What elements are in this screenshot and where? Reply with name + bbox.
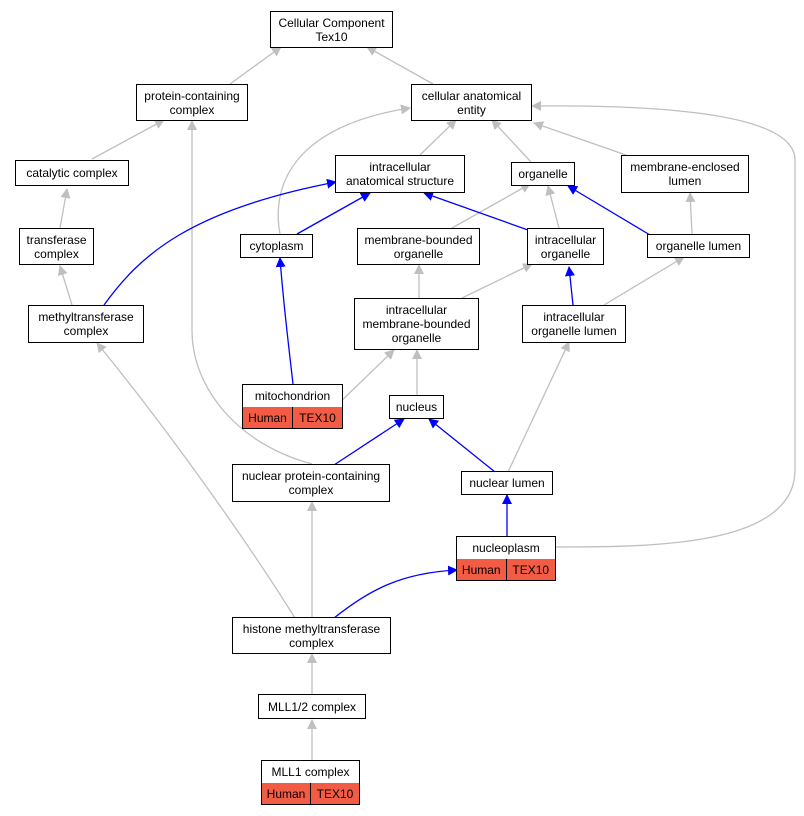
node-intracellular-organelle[interactable]: intracellular organelle (527, 228, 604, 265)
node-nucleoplasm-label: nucleoplasm (472, 541, 540, 555)
node-catalytic-complex[interactable]: catalytic complex (15, 160, 129, 186)
node-mll1-complex[interactable]: MLL1 complex (261, 760, 360, 784)
edge-nucleoplasm-to-entity (531, 100, 796, 548)
edge-protein-complex-to-root (229, 46, 282, 85)
edge-mitochondrion-to-cytoplasm (275, 257, 294, 385)
node-membrane-enclosed-lumen-label: membrane-enclosed lumen (630, 160, 740, 188)
node-intracellular-anatomical-structure[interactable]: intracellular anatomical structure (335, 155, 465, 193)
node-membrane-bounded-organelle[interactable]: membrane-bounded organelle (357, 228, 480, 265)
node-intracellular-organelle-label: intracellular organelle (534, 232, 597, 261)
edge-nuclear-lumen-to-iol (507, 341, 570, 473)
annotation-nucleoplasm: Human TEX10 (456, 559, 556, 581)
edge-catalytic-to-protein-complex (91, 119, 165, 160)
node-organelle-lumen[interactable]: organelle lumen (647, 234, 750, 258)
annotation-species-cell: Human (248, 410, 287, 425)
node-protein-containing-complex[interactable]: protein-containing complex (136, 84, 248, 121)
node-mitochondrion-label: mitochondrion (254, 389, 331, 403)
annotation-gene-cell: TEX10 (505, 559, 556, 580)
node-intracellular-organelle-lumen[interactable]: intracellular organelle lumen (522, 305, 626, 343)
edge-intracellular-organelle-to-organelle (545, 185, 560, 229)
node-organelle-lumen-label: organelle lumen (655, 239, 742, 253)
node-methyltransferase-complex[interactable]: methyltransferase complex (28, 305, 144, 343)
node-histone-methyltransferase-complex[interactable]: histone methyltransferase complex (232, 617, 391, 654)
node-histone-methyltransferase-complex-label: histone methyltransferase complex (242, 621, 381, 650)
node-transferase-complex[interactable]: transferase complex (19, 228, 94, 265)
edge-organelle-lumen-to-membrane-lumen (685, 192, 696, 235)
annotation-mitochondrion: Human TEX10 (242, 407, 343, 429)
edge-membrane-organelle-to-organelle (451, 183, 531, 229)
edge-organelle-lumen-to-organelle (567, 185, 651, 236)
edge-membrane-lumen-to-entity (533, 121, 627, 156)
node-nuclear-protein-containing-complex-label: nuclear protein-containing complex (241, 469, 381, 497)
edge-methyltransferase-to-intracellular-structure (103, 178, 337, 306)
edge-cytoplasm-to-entity (277, 104, 411, 235)
node-nucleus-label: nucleus (395, 400, 438, 414)
edge-iol-to-organelle-lumen (603, 256, 685, 306)
node-intracellular-organelle-lumen-label: intracellular organelle lumen (531, 310, 617, 338)
edge-hmc-to-nucleoplasm (333, 565, 458, 619)
edge-npcc-to-nucleus (333, 418, 405, 466)
node-membrane-bounded-organelle-label: membrane-bounded organelle (364, 232, 473, 261)
node-intracellular-membrane-bounded-organelle-label: intracellular membrane-bounded organelle (362, 303, 471, 345)
node-organelle[interactable]: organelle (511, 162, 575, 186)
edge-hmc-to-methyltransferase (96, 342, 296, 619)
node-mll1-2-complex[interactable]: MLL1/2 complex (258, 694, 366, 719)
node-cytoplasm-label: cytoplasm (249, 239, 304, 253)
edge-intracellular-structure-to-entity (419, 119, 457, 156)
node-mitochondrion[interactable]: mitochondrion (242, 384, 343, 408)
node-root[interactable]: Cellular Component Tex10 (270, 11, 393, 48)
annotation-species-cell: Human (461, 562, 501, 577)
node-intracellular-anatomical-structure-label: intracellular anatomical structure (345, 160, 455, 188)
edge-cytoplasm-to-intracellular-structure (296, 192, 371, 235)
edge-npcc-to-protein-complex (187, 120, 313, 465)
annotation-mll1-complex: Human TEX10 (261, 783, 360, 805)
node-nuclear-lumen-label: nuclear lumen (469, 476, 545, 490)
annotation-gene-cell: TEX10 (292, 407, 342, 428)
node-nuclear-lumen[interactable]: nuclear lumen (461, 471, 553, 495)
node-mll1-complex-label: MLL1 complex (271, 765, 350, 779)
node-intracellular-membrane-bounded-organelle[interactable]: intracellular membrane-bounded organelle (354, 298, 479, 350)
node-membrane-enclosed-lumen[interactable]: membrane-enclosed lumen (621, 155, 749, 193)
edge-methyltransferase-to-transferase (57, 265, 73, 306)
edge-transferase-to-catalytic (59, 188, 71, 229)
edge-intracellular-organelle-to-intracellular-structure (423, 191, 529, 231)
node-organelle-label: organelle (518, 167, 568, 181)
annotation-gene-cell: TEX10 (310, 783, 359, 804)
edge-nuclear-lumen-to-nucleus (428, 418, 496, 473)
annotation-species-cell: Human (266, 786, 306, 801)
edge-cellular-entity-to-root (366, 46, 434, 85)
node-cellular-anatomical-entity[interactable]: cellular anatomical entity (411, 84, 532, 121)
node-root-label: Cellular Component Tex10 (278, 15, 385, 44)
edge-iol-to-intracellular-organelle (564, 266, 575, 306)
node-nucleoplasm[interactable]: nucleoplasm (456, 536, 556, 560)
node-transferase-complex-label: transferase complex (26, 232, 87, 261)
edge-organelle-to-entity (491, 119, 532, 163)
node-cytoplasm[interactable]: cytoplasm (240, 234, 313, 258)
node-cellular-anatomical-entity-label: cellular anatomical entity (421, 88, 522, 117)
edge-mitochondrion-to-imbo (333, 349, 395, 409)
edge-imbo-to-intracellular-organelle (461, 263, 533, 299)
node-methyltransferase-complex-label: methyltransferase complex (38, 310, 134, 338)
node-nucleus[interactable]: nucleus (389, 395, 444, 419)
node-mll1-2-complex-label: MLL1/2 complex (267, 699, 357, 714)
node-catalytic-complex-label: catalytic complex (26, 166, 118, 180)
node-nuclear-protein-containing-complex[interactable]: nuclear protein-containing complex (232, 464, 390, 502)
node-protein-containing-complex-label: protein-containing complex (144, 88, 240, 117)
